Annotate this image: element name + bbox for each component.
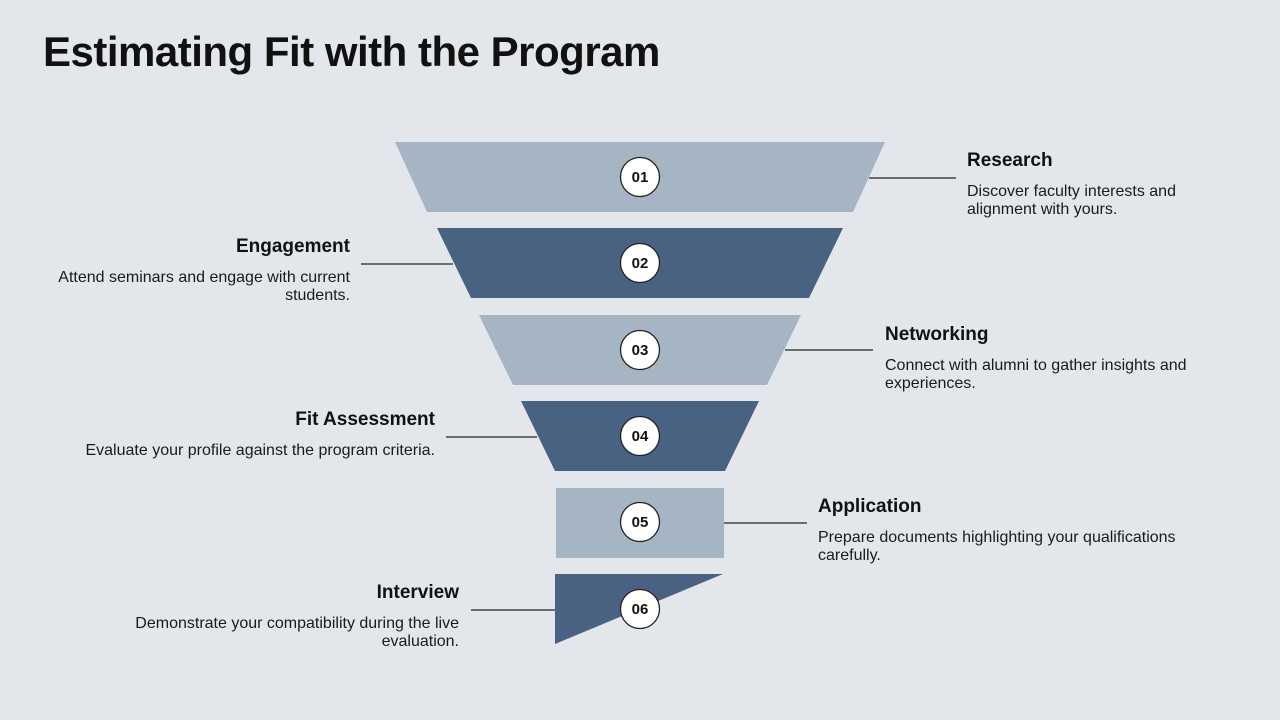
- step-number-03: 03: [632, 342, 649, 359]
- stage-description: Prepare documents highlighting your qual…: [818, 529, 1176, 564]
- step-badge-04: [619, 415, 661, 457]
- step-number-05: 05: [632, 514, 649, 531]
- stage-description: Discover faculty interests and alignment…: [967, 183, 1176, 218]
- stage-title: Engagement: [235, 236, 350, 257]
- step-number-06: 06: [632, 601, 649, 618]
- stage-description: Evaluate your profile against the progra…: [85, 442, 435, 459]
- page-title: Estimating Fit with the Program: [43, 28, 660, 75]
- stage-title: Application: [818, 496, 922, 517]
- stage-description: Demonstrate your compatibility during th…: [135, 615, 459, 650]
- stage-title: Fit Assessment: [295, 409, 435, 430]
- stage-label-4: Fit Assessment Evaluate your profile aga…: [35, 409, 435, 460]
- step-badge-06: [619, 588, 661, 630]
- stage-title: Research: [967, 150, 1053, 171]
- stage-label-2: Engagement Attend seminars and engage wi…: [50, 236, 350, 305]
- stage-label-6: Interview Demonstrate your compatibility…: [80, 582, 459, 651]
- step-badge-01: [619, 156, 661, 198]
- stage-description: Connect with alumni to gather insights a…: [885, 357, 1187, 392]
- step-badge-02: [619, 242, 661, 284]
- step-number-01: 01: [632, 169, 649, 186]
- step-badge-05: [619, 501, 661, 543]
- stage-label-3: Networking Connect with alumni to gather…: [885, 324, 1245, 393]
- step-badge-03: [619, 329, 661, 371]
- step-number-02: 02: [632, 255, 649, 272]
- stage-label-1: Research Discover faculty interests and …: [967, 150, 1227, 219]
- stage-title: Networking: [885, 324, 989, 345]
- stage-title: Interview: [376, 582, 459, 603]
- step-number-04: 04: [632, 428, 649, 445]
- stage-description: Attend seminars and engage with current …: [58, 269, 350, 304]
- stage-label-5: Application Prepare documents highlighti…: [818, 496, 1228, 565]
